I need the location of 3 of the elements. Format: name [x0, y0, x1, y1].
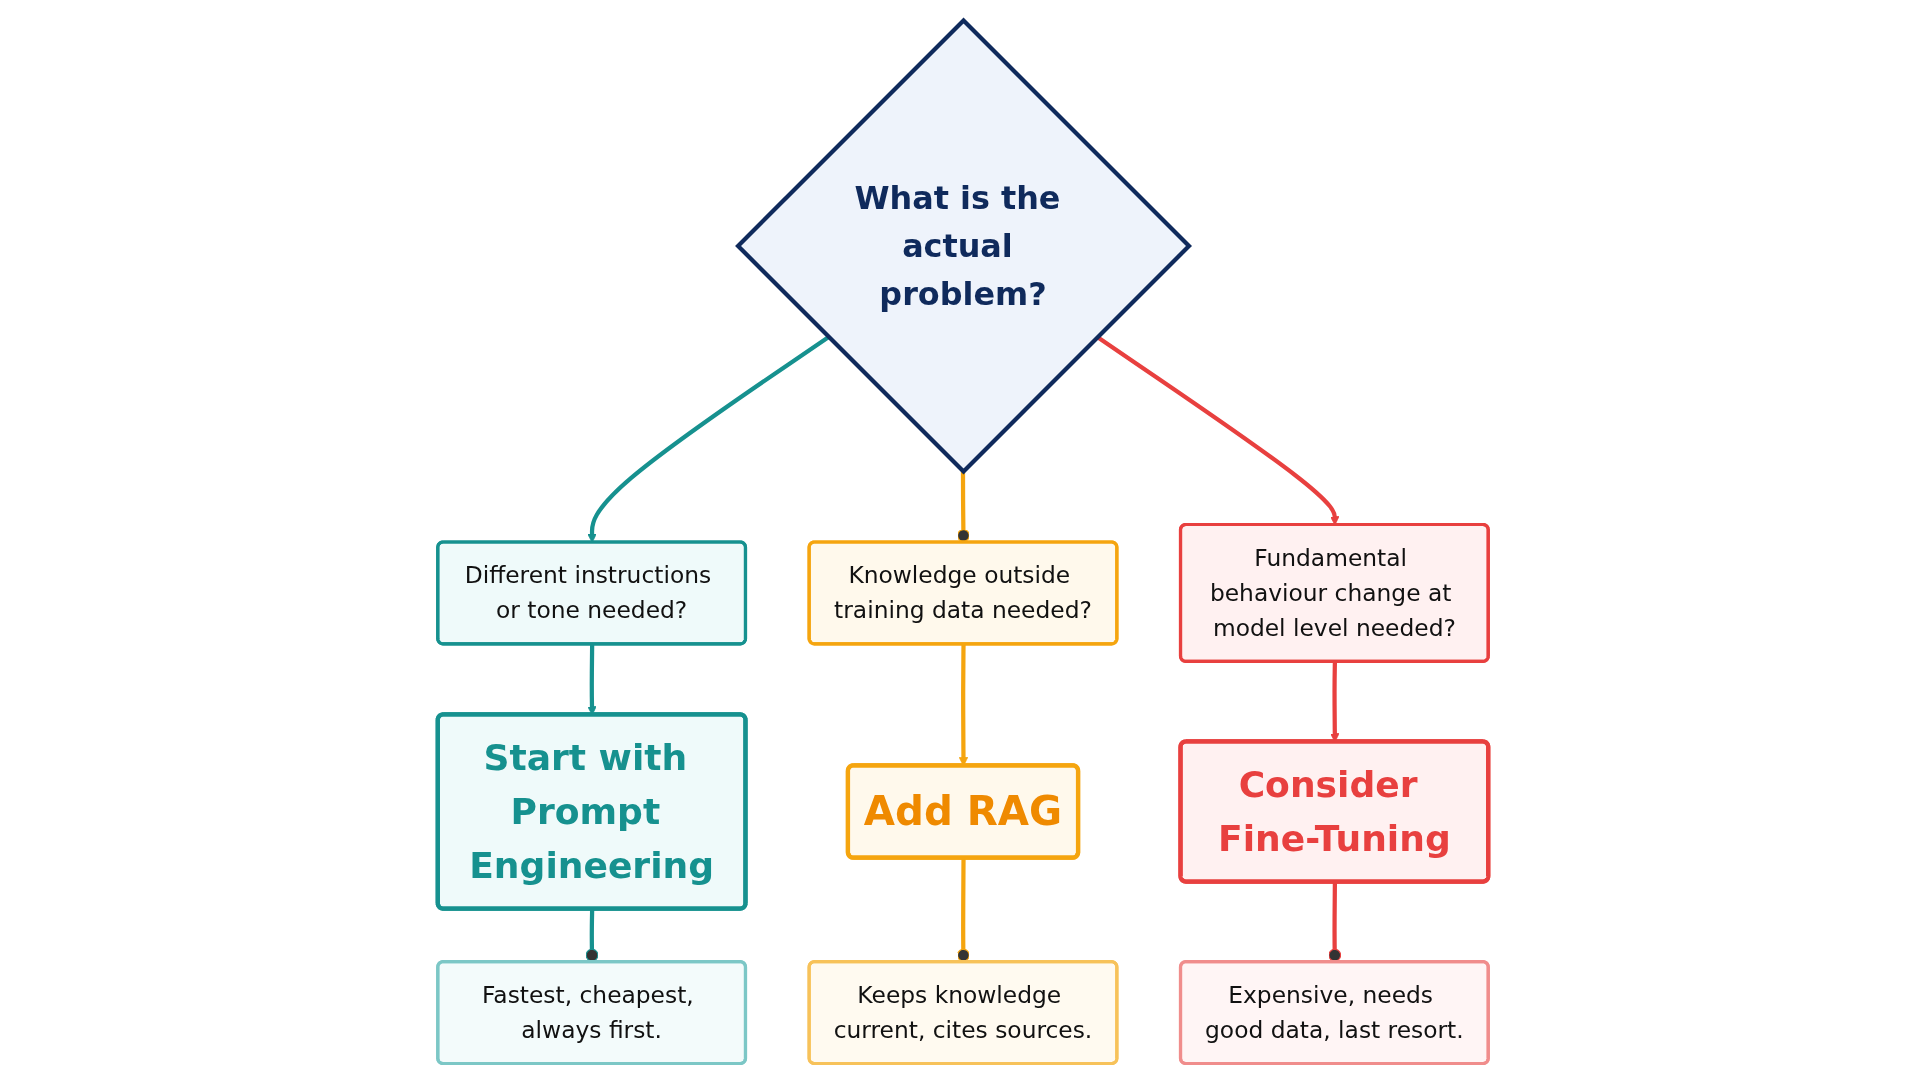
connector	[957, 471, 970, 543]
node-diamond: What is the actual problem?	[735, 17, 1192, 475]
arrow	[587, 335, 830, 543]
